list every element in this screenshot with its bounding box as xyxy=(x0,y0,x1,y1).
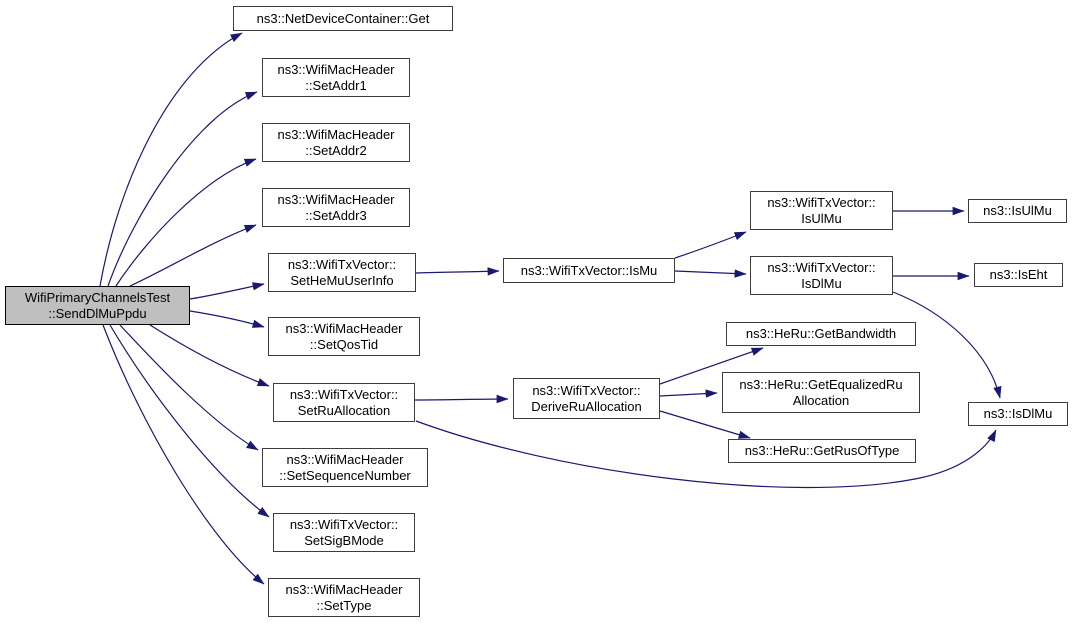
node-wifi-tx-vector-is-ul-mu[interactable]: ns3::WifiTxVector::IsUlMu xyxy=(750,191,893,230)
node-wifi-tx-vector-is-mu[interactable]: ns3::WifiTxVector::IsMu xyxy=(503,258,675,283)
node-label-line: ::SendDlMuPpdu xyxy=(48,305,147,321)
node-is-eht[interactable]: ns3::IsEht xyxy=(974,263,1063,287)
node-label-line: ::SetSequenceNumber xyxy=(279,467,411,483)
edge-wifi-tx-vector-derive-ru-allocation-to-he-ru-get-equalized-ru-allocation xyxy=(659,389,718,398)
edge-send-dl-mu-ppdu-to-wifi-tx-vector-set-ru-allocation xyxy=(149,324,270,387)
node-label-line: IsUlMu xyxy=(801,210,842,226)
node-wifi-tx-vector-set-he-mu-user-info[interactable]: ns3::WifiTxVector::SetHeMuUserInfo xyxy=(268,253,416,292)
node-wifi-mac-header-set-addr1[interactable]: ns3::WifiMacHeader::SetAddr1 xyxy=(262,58,410,97)
node-label-line: ns3::WifiMacHeader xyxy=(277,191,395,207)
node-label-line: ns3::NetDeviceContainer::Get xyxy=(256,10,430,26)
edge-send-dl-mu-ppdu-to-wifi-mac-header-set-addr3 xyxy=(129,224,257,287)
node-wifi-mac-header-set-type[interactable]: ns3::WifiMacHeader::SetType xyxy=(268,578,420,617)
edge-wifi-tx-vector-set-ru-allocation-to-wifi-tx-vector-derive-ru-allocation xyxy=(414,394,509,404)
edge-send-dl-mu-ppdu-to-wifi-tx-vector-set-sig-b-mode xyxy=(109,324,270,518)
edge-send-dl-mu-ppdu-to-wifi-mac-header-set-qos-tid xyxy=(189,310,265,328)
node-label-line: ns3::WifiTxVector:: xyxy=(287,256,397,272)
node-label-line: ns3::HeRu::GetRusOfType xyxy=(744,443,900,458)
node-label-line: ns3::WifiTxVector::IsMu xyxy=(520,262,658,278)
node-wifi-tx-vector-set-sig-b-mode[interactable]: ns3::WifiTxVector::SetSigBMode xyxy=(273,513,415,552)
node-is-ul-mu[interactable]: ns3::IsUlMu xyxy=(968,199,1067,223)
node-label-line: ::SetQosTid xyxy=(309,336,379,352)
node-label-line: ns3::WifiMacHeader xyxy=(285,581,403,597)
node-wifi-tx-vector-is-dl-mu[interactable]: ns3::WifiTxVector::IsDlMu xyxy=(750,256,893,295)
node-label-line: ns3::HeRu::GetBandwidth xyxy=(745,326,897,341)
node-wifi-mac-header-set-qos-tid[interactable]: ns3::WifiMacHeader::SetQosTid xyxy=(268,317,420,356)
node-label-line: ns3::WifiMacHeader xyxy=(277,61,395,77)
node-wifi-mac-header-set-addr2[interactable]: ns3::WifiMacHeader::SetAddr2 xyxy=(262,123,410,162)
node-label-line: ::SetAddr3 xyxy=(305,207,367,223)
edge-wifi-tx-vector-derive-ru-allocation-to-he-ru-get-rus-of-type xyxy=(659,410,751,439)
node-label-line: SetSigBMode xyxy=(304,532,384,548)
edge-wifi-tx-vector-is-dl-mu-to-is-dl-mu xyxy=(892,291,1002,399)
edge-send-dl-mu-ppdu-to-wifi-mac-header-set-type xyxy=(102,324,265,585)
edge-wifi-tx-vector-is-mu-to-wifi-tx-vector-is-dl-mu xyxy=(674,269,747,278)
node-net-device-container-get[interactable]: ns3::NetDeviceContainer::Get xyxy=(233,6,453,31)
node-label-line: ns3::IsEht xyxy=(989,267,1048,282)
node-label-line: ns3::IsUlMu xyxy=(983,203,1052,218)
edge-send-dl-mu-ppdu-to-net-device-container-get xyxy=(99,32,243,287)
edge-send-dl-mu-ppdu-to-wifi-mac-header-set-addr1 xyxy=(107,91,258,287)
node-label-line: ::SetType xyxy=(316,597,372,613)
edge-send-dl-mu-ppdu-to-wifi-tx-vector-set-he-mu-user-info xyxy=(189,282,265,300)
node-label-line: ::SetAddr2 xyxy=(305,142,367,158)
edge-send-dl-mu-ppdu-to-wifi-mac-header-set-sequence-number xyxy=(119,324,259,451)
edge-send-dl-mu-ppdu-to-wifi-mac-header-set-addr2 xyxy=(115,158,257,287)
node-label-line: SetRuAllocation xyxy=(297,402,391,418)
node-send-dl-mu-ppdu: WifiPrimaryChannelsTest::SendDlMuPpdu xyxy=(5,286,190,325)
node-label-line: ::SetAddr1 xyxy=(305,77,367,93)
node-label-line: ns3::WifiTxVector:: xyxy=(767,259,876,275)
node-label-line: ns3::WifiMacHeader xyxy=(285,320,403,336)
node-label-line: ns3::WifiTxVector:: xyxy=(289,516,399,532)
node-wifi-mac-header-set-addr3[interactable]: ns3::WifiMacHeader::SetAddr3 xyxy=(262,188,410,227)
node-label-line: DeriveRuAllocation xyxy=(531,398,642,414)
node-wifi-tx-vector-set-ru-allocation[interactable]: ns3::WifiTxVector::SetRuAllocation xyxy=(273,383,415,422)
node-label-line: ns3::WifiTxVector:: xyxy=(532,382,641,398)
node-label-line: IsDlMu xyxy=(801,275,842,291)
node-label-line: WifiPrimaryChannelsTest xyxy=(24,289,171,305)
edge-wifi-tx-vector-is-mu-to-wifi-tx-vector-is-ul-mu xyxy=(674,231,747,259)
edge-wifi-tx-vector-set-ru-allocation-to-is-dl-mu xyxy=(415,420,997,489)
node-label-line: SetHeMuUserInfo xyxy=(290,272,394,288)
node-label-line: Allocation xyxy=(792,392,850,408)
node-label-line: ns3::WifiMacHeader xyxy=(277,126,395,142)
node-label-line: ns3::WifiMacHeader xyxy=(286,451,404,467)
edge-wifi-tx-vector-set-he-mu-user-info-to-wifi-tx-vector-is-mu xyxy=(415,267,500,276)
node-is-dl-mu[interactable]: ns3::IsDlMu xyxy=(968,402,1068,426)
node-wifi-mac-header-set-sequence-number[interactable]: ns3::WifiMacHeader::SetSequenceNumber xyxy=(262,448,428,487)
node-wifi-tx-vector-derive-ru-allocation[interactable]: ns3::WifiTxVector::DeriveRuAllocation xyxy=(513,378,660,419)
node-label-line: ns3::WifiTxVector:: xyxy=(289,386,399,402)
node-label-line: ns3::HeRu::GetEqualizedRu xyxy=(739,376,903,392)
node-label-line: ns3::WifiTxVector:: xyxy=(767,194,876,210)
node-he-ru-get-rus-of-type[interactable]: ns3::HeRu::GetRusOfType xyxy=(728,439,916,463)
edge-wifi-tx-vector-derive-ru-allocation-to-he-ru-get-bandwidth xyxy=(659,347,764,385)
node-label-line: ns3::IsDlMu xyxy=(983,406,1053,421)
node-he-ru-get-bandwidth[interactable]: ns3::HeRu::GetBandwidth xyxy=(726,322,916,346)
